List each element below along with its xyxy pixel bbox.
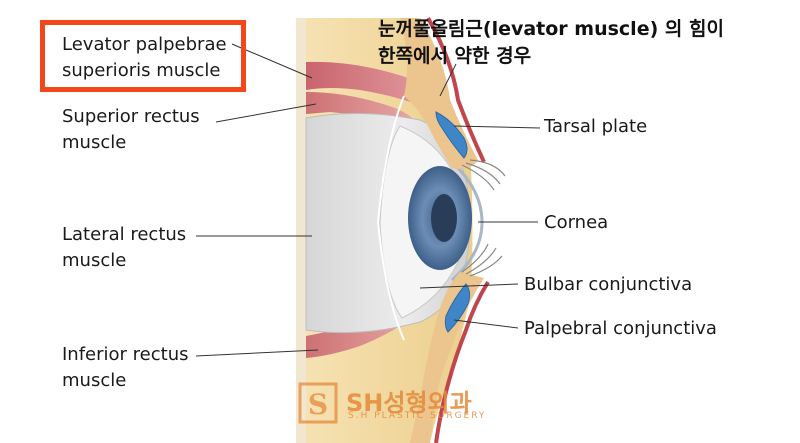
label-inferior-rectus: Inferior rectus muscle	[62, 342, 188, 394]
label-palpebral-conjunctiva: Palpebral conjunctiva	[524, 318, 717, 339]
label-superior-rectus: Superior rectus muscle	[62, 104, 200, 156]
annotation-note: 눈꺼풀올림근(levator muscle) 의 힘이 한쪽에서 약한 경우	[378, 16, 724, 70]
watermark-logo: SH성형외과 S.H PLASTIC SURGERY	[300, 383, 510, 427]
watermark-subtitle: S.H PLASTIC SURGERY	[348, 411, 487, 421]
upper-eyelid-skin	[426, 17, 486, 163]
label-cornea: Cornea	[544, 212, 609, 233]
bulbar-conjunctiva-line	[376, 95, 405, 341]
orbit-wall	[296, 18, 306, 443]
lower-eyelid	[410, 272, 484, 443]
lower-eyelid-skin	[434, 280, 490, 443]
logo-mark: S	[298, 382, 338, 424]
leader-tarsal-plate	[453, 125, 541, 129]
label-line: muscle	[62, 132, 127, 153]
label-tarsal-plate: Tarsal plate	[544, 116, 648, 137]
pupil	[431, 194, 457, 242]
label-levator-palpebrae: Levator palpebrae superioris muscle	[62, 32, 227, 84]
label-line: superioris muscle	[62, 60, 221, 81]
label-line: Lateral rectus	[62, 224, 187, 245]
label-line: muscle	[62, 250, 127, 271]
watermark-brand: SH성형외과	[346, 389, 472, 417]
tarsal-plate-upper	[435, 111, 468, 159]
leader-superior-rectus	[215, 103, 317, 123]
label-line: Inferior rectus	[62, 344, 189, 365]
label-bulbar-conjunctiva: Bulbar conjunctiva	[524, 274, 693, 295]
label-line: Levator palpebrae	[62, 34, 227, 55]
svg-text:S: S	[308, 388, 328, 421]
highlight-box	[40, 20, 246, 92]
leader-bulbar-conjunctiva	[419, 283, 519, 289]
annotation-line: 한쪽에서 약한 경우	[378, 45, 532, 67]
leader-inferior-rectus	[195, 349, 319, 357]
label-line: Superior rectus	[62, 106, 200, 127]
tarsal-plate-lower	[444, 283, 471, 333]
label-line: muscle	[62, 370, 127, 391]
leader-palpebral-conjunctiva	[453, 319, 519, 329]
leader-annotation	[439, 63, 457, 97]
upper-eyelashes	[461, 159, 506, 191]
label-lateral-rectus: Lateral rectus muscle	[62, 222, 186, 274]
levator-muscle	[306, 61, 452, 120]
lower-eyelashes	[461, 243, 503, 277]
annotation-line: 눈꺼풀올림근(levator muscle) 의 힘이	[378, 18, 724, 40]
